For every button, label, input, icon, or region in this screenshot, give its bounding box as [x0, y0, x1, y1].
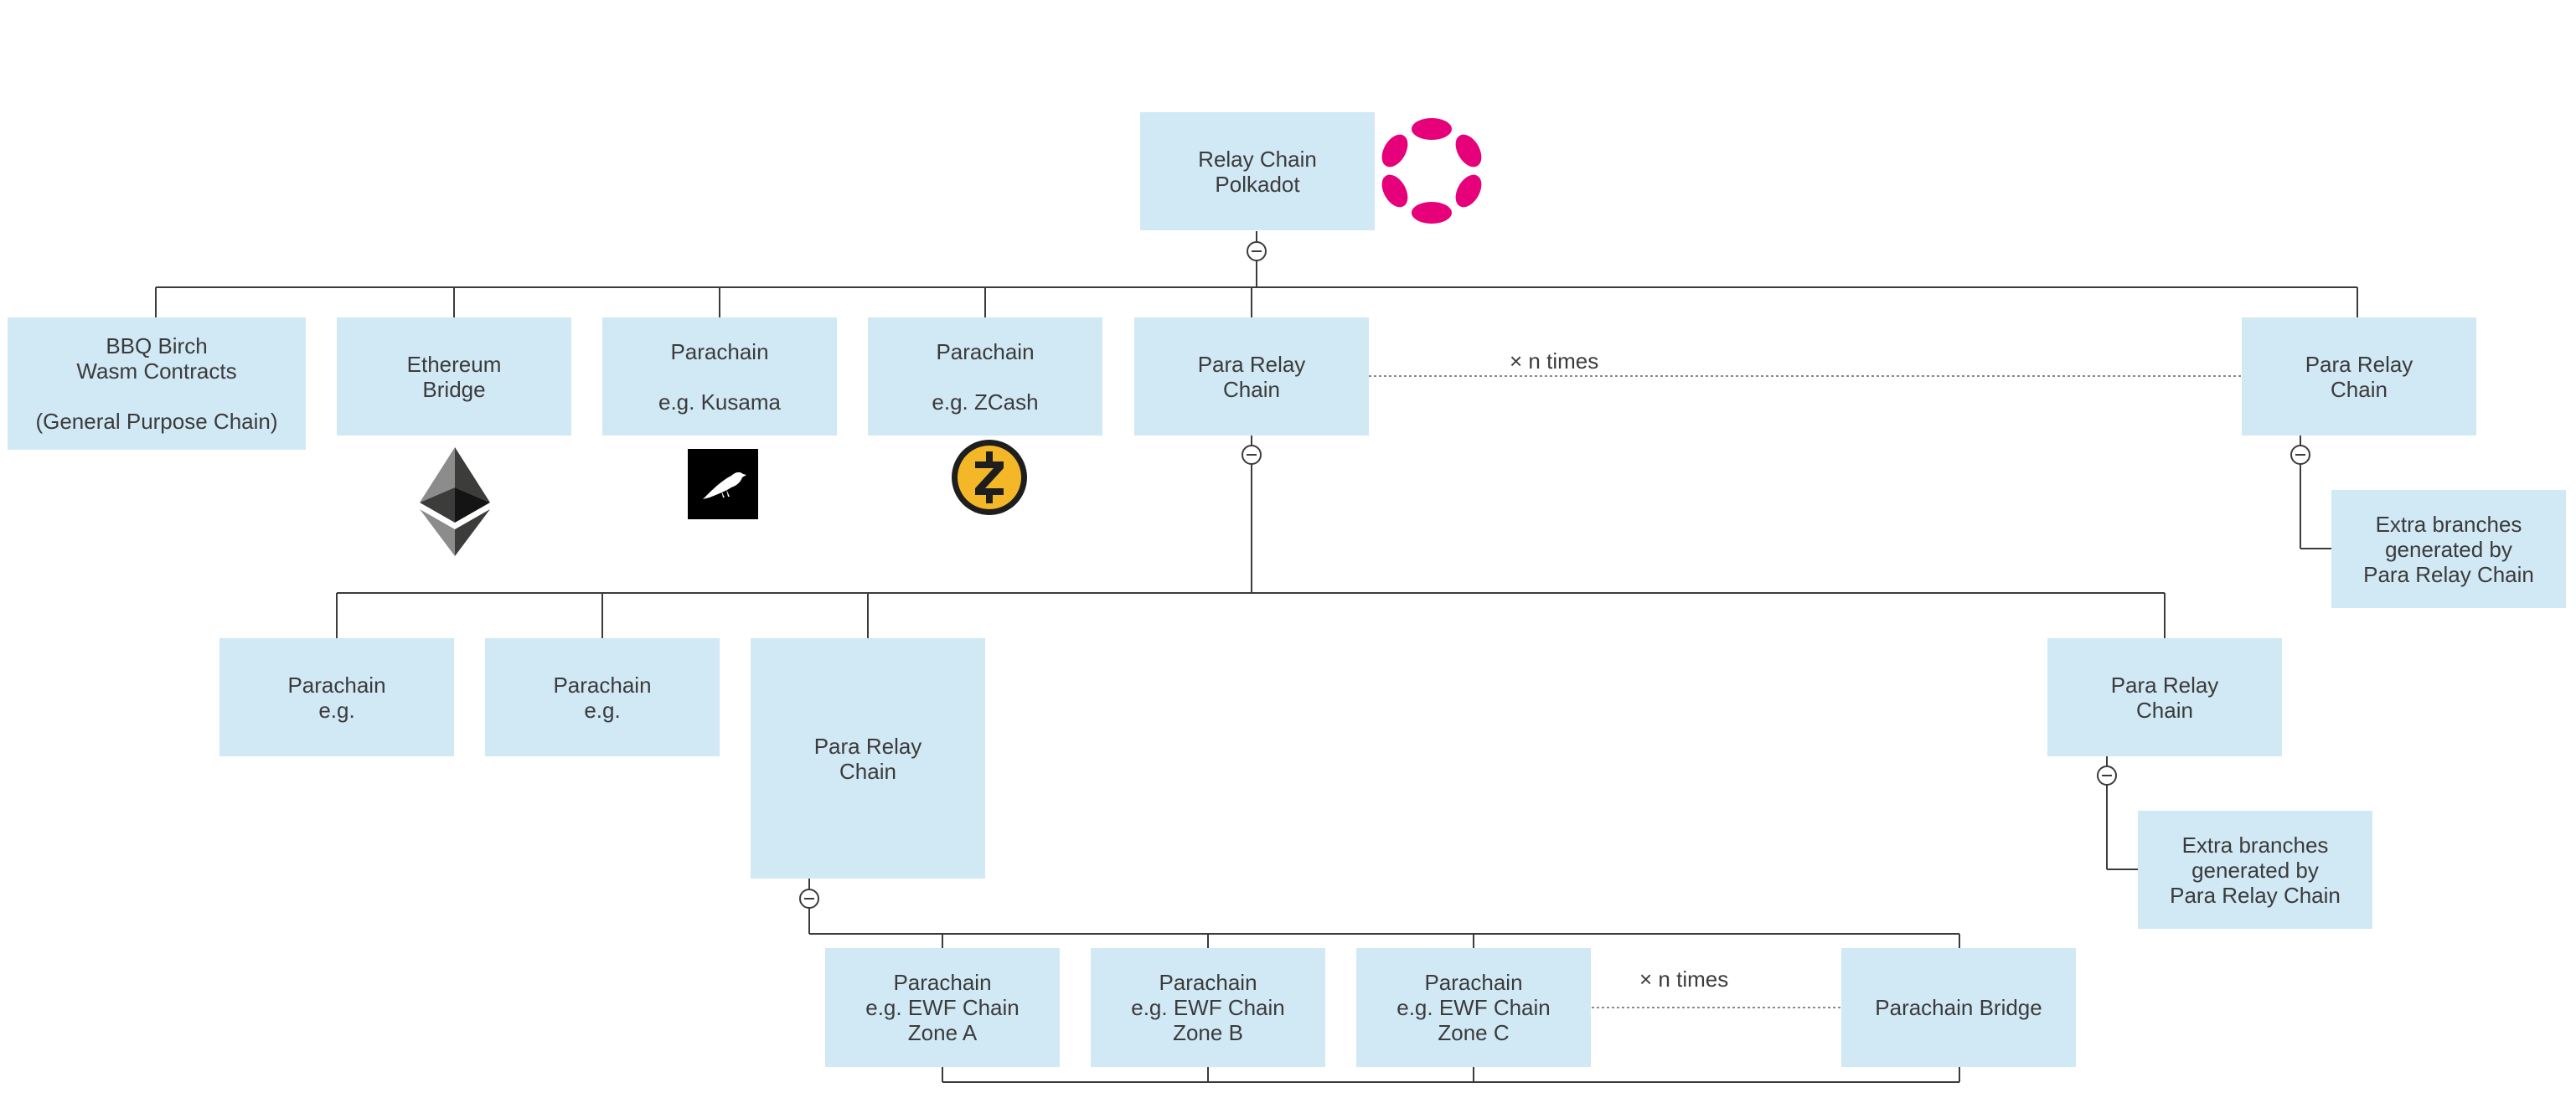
node-label-line: Parachain: [287, 672, 386, 698]
collapse-toggle-icon[interactable]: [2097, 766, 2117, 786]
para-relay-chain-tall-node[interactable]: Para Relay Chain: [751, 638, 985, 879]
para-relay-chain-node[interactable]: Para Relay Chain: [1134, 317, 1369, 436]
parachain-ewf-zone-c-node[interactable]: Parachain e.g. EWF Chain Zone C: [1356, 948, 1591, 1067]
node-label-line: Parachain: [1424, 970, 1523, 995]
node-label-line: Parachain: [553, 672, 652, 698]
node-label-line: (General Purpose Chain): [35, 409, 278, 434]
node-label-line: Zone A: [907, 1020, 978, 1045]
parachain-eg-node[interactable]: Parachain e.g.: [485, 638, 720, 756]
node-label-line: Para Relay Chain: [2170, 882, 2341, 908]
para-relay-chain-right-node[interactable]: Para Relay Chain: [2242, 317, 2476, 436]
node-label-line: Parachain: [936, 338, 1035, 364]
collapse-toggle-icon[interactable]: [2290, 445, 2310, 465]
polkadot-logo-icon: [1381, 118, 1482, 224]
collapse-toggle-icon[interactable]: [1247, 241, 1267, 261]
parachain-ewf-zone-b-node[interactable]: Parachain e.g. EWF Chain Zone B: [1091, 948, 1325, 1067]
node-label-line: Para Relay: [2110, 672, 2219, 698]
collapse-toggle-icon[interactable]: [799, 889, 819, 909]
ethereum-logo-icon: [420, 447, 490, 556]
node-label-line: Polkadot: [1215, 171, 1300, 197]
ethereum-bridge-node[interactable]: Ethereum Bridge: [337, 317, 571, 436]
node-label-line: Zone B: [1173, 1020, 1243, 1045]
zcash-logo-icon: [952, 440, 1027, 515]
node-label-line: Bridge: [422, 376, 486, 402]
node-label-line: BBQ Birch: [106, 333, 208, 358]
kusama-bird-icon: [688, 449, 758, 519]
node-label-line: e.g.: [318, 697, 355, 723]
node-label-line: e.g. Kusama: [658, 389, 781, 415]
node-label-line: Ethereum: [406, 351, 502, 377]
parachain-ewf-zone-a-node[interactable]: Parachain e.g. EWF Chain Zone A: [825, 948, 1060, 1067]
parachain-kusama-node[interactable]: Parachain e.g. Kusama: [602, 317, 837, 436]
parachain-eg-node[interactable]: Parachain e.g.: [219, 638, 454, 756]
node-label-line: Extra branches: [2375, 511, 2522, 537]
para-relay-chain-lower-right-node[interactable]: Para Relay Chain: [2047, 638, 2282, 756]
node-label-line: Extra branches: [2181, 832, 2329, 858]
extra-branches-node[interactable]: Extra branches generated by Para Relay C…: [2331, 490, 2566, 608]
repeat-n-times-label: × n times: [1510, 348, 1599, 374]
node-label-line: e.g. EWF Chain: [865, 995, 1020, 1020]
node-label-line: generated by: [2385, 536, 2512, 562]
repeat-n-times-label: × n times: [1639, 967, 1729, 992]
node-label-line: Chain: [839, 758, 896, 784]
node-label-line: Parachain: [893, 970, 992, 995]
node-label-line: Chain: [2136, 697, 2193, 723]
node-label-line: Parachain Bridge: [1875, 995, 2042, 1020]
node-label-line: Parachain: [670, 338, 769, 364]
node-label-line: Para Relay: [813, 733, 922, 759]
node-label-line: Para Relay: [1197, 351, 1306, 377]
node-label-line: generated by: [2191, 857, 2319, 883]
node-label-line: e.g. EWF Chain: [1131, 995, 1285, 1020]
node-label-line: Para Relay Chain: [2363, 561, 2534, 587]
node-label-line: Wasm Contracts: [76, 358, 237, 384]
node-label-line: Chain: [1223, 376, 1280, 402]
parachain-bridge-node[interactable]: Parachain Bridge: [1841, 948, 2076, 1067]
node-label-line: Zone C: [1438, 1020, 1510, 1045]
node-label-line: e.g.: [584, 697, 621, 723]
node-label-line: Para Relay: [2305, 351, 2413, 377]
node-label-line: e.g. EWF Chain: [1396, 995, 1551, 1020]
relay-chain-polkadot-node[interactable]: Relay Chain Polkadot: [1140, 112, 1375, 230]
extra-branches-node[interactable]: Extra branches generated by Para Relay C…: [2138, 811, 2372, 929]
node-label-line: Relay Chain: [1198, 146, 1317, 172]
collapse-toggle-icon[interactable]: [1242, 445, 1262, 465]
node-label-line: Chain: [2331, 376, 2388, 402]
node-label-line: Parachain: [1159, 970, 1257, 995]
bbq-birch-node[interactable]: BBQ Birch Wasm Contracts (General Purpos…: [8, 317, 306, 450]
parachain-zcash-node[interactable]: Parachain e.g. ZCash: [868, 317, 1102, 436]
node-label-line: e.g. ZCash: [932, 389, 1039, 415]
